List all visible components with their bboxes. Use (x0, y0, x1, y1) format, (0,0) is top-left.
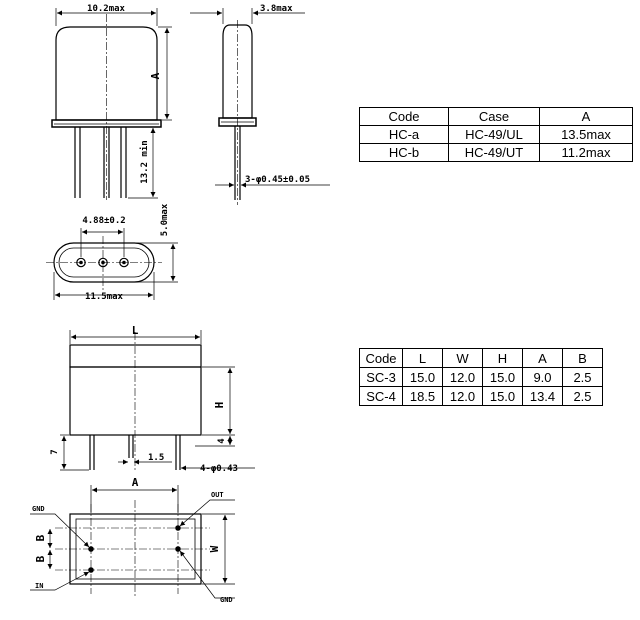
table-cell: 13.5max (539, 125, 633, 144)
label-pin-gnd-top: GND (32, 505, 45, 513)
table-row: SC-4 18.5 12.0 15.0 13.4 2.5 (359, 386, 603, 406)
label-pin-gnd-bottom: GND (220, 596, 233, 604)
header-cell: Case (448, 107, 540, 126)
label-sc-lead-length: 7 (50, 449, 60, 454)
header-cell: L (402, 348, 443, 368)
sc-spec-table: Code L W H A B SC-3 15.0 12.0 15.0 9.0 2… (359, 348, 603, 406)
table-cell: HC-49/UT (448, 143, 540, 162)
label-sc-standoff: 4 (217, 438, 227, 444)
table-cell: 12.0 (442, 367, 483, 387)
header-cell: B (562, 348, 603, 368)
table-cell: 15.0 (482, 367, 523, 387)
header-cell: Code (359, 348, 403, 368)
table-cell: 15.0 (402, 367, 443, 387)
label-pin-out: OUT (211, 491, 224, 499)
table-header-row: Code Case A (359, 107, 633, 126)
table-cell: 2.5 (562, 367, 603, 387)
label-sc-length: L (132, 324, 139, 337)
table-cell: 18.5 (402, 386, 443, 406)
label-sc-width: W (208, 545, 221, 552)
label-hc-bottom-height: 5.0max (160, 203, 170, 236)
label-hc-pitch: 4.88±0.2 (82, 216, 125, 226)
label-sc-pitch-a: A (132, 476, 139, 489)
table-header-row: Code L W H A B (359, 348, 603, 368)
table-row: HC-b HC-49/UT 11.2max (359, 143, 633, 162)
header-cell: A (522, 348, 563, 368)
label-sc-pitch-b2: B (34, 555, 47, 562)
header-cell: W (442, 348, 483, 368)
label-hc-lead-length: 13.2 min (139, 140, 150, 183)
label-hc-depth: 3.8max (260, 4, 293, 14)
hc-front-view (51, 14, 162, 200)
label-hc-width: 10.2max (87, 4, 126, 14)
label-pin-in: IN (35, 582, 43, 590)
label-hc-lead-dia: 3-φ0.45±0.05 (245, 175, 310, 185)
table-cell: HC-b (359, 143, 449, 162)
table-cell: HC-49/UL (448, 125, 540, 144)
label-sc-height: H (213, 402, 226, 409)
header-cell: H (482, 348, 523, 368)
table-cell: 12.0 (442, 386, 483, 406)
sc-bottom-view (55, 500, 210, 598)
table-cell: 15.0 (482, 386, 523, 406)
table-cell: HC-a (359, 125, 449, 144)
table-cell: SC-4 (359, 386, 403, 406)
table-cell: 2.5 (562, 386, 603, 406)
header-cell: Code (359, 107, 449, 126)
label-hc-height-a: A (149, 72, 162, 79)
table-cell: 11.2max (539, 143, 633, 162)
table-cell: 9.0 (522, 367, 563, 387)
table-cell: 13.4 (522, 386, 563, 406)
label-sc-lead-dia: 4-φ0.43 (200, 464, 238, 474)
sc-side-view (69, 332, 202, 470)
table-cell: SC-3 (359, 367, 403, 387)
table-row: HC-a HC-49/UL 13.5max (359, 125, 633, 144)
table-row: SC-3 15.0 12.0 15.0 9.0 2.5 (359, 367, 603, 387)
label-sc-lead-offset: 1.5 (148, 453, 164, 463)
hc-side-view (218, 20, 257, 205)
label-sc-pitch-b1: B (34, 534, 47, 541)
hc-spec-table: Code Case A HC-a HC-49/UL 13.5max HC-b H… (359, 107, 633, 162)
header-cell: A (539, 107, 633, 126)
hc-bottom-view (46, 236, 162, 290)
label-hc-bottom-width: 11.5max (85, 292, 124, 302)
